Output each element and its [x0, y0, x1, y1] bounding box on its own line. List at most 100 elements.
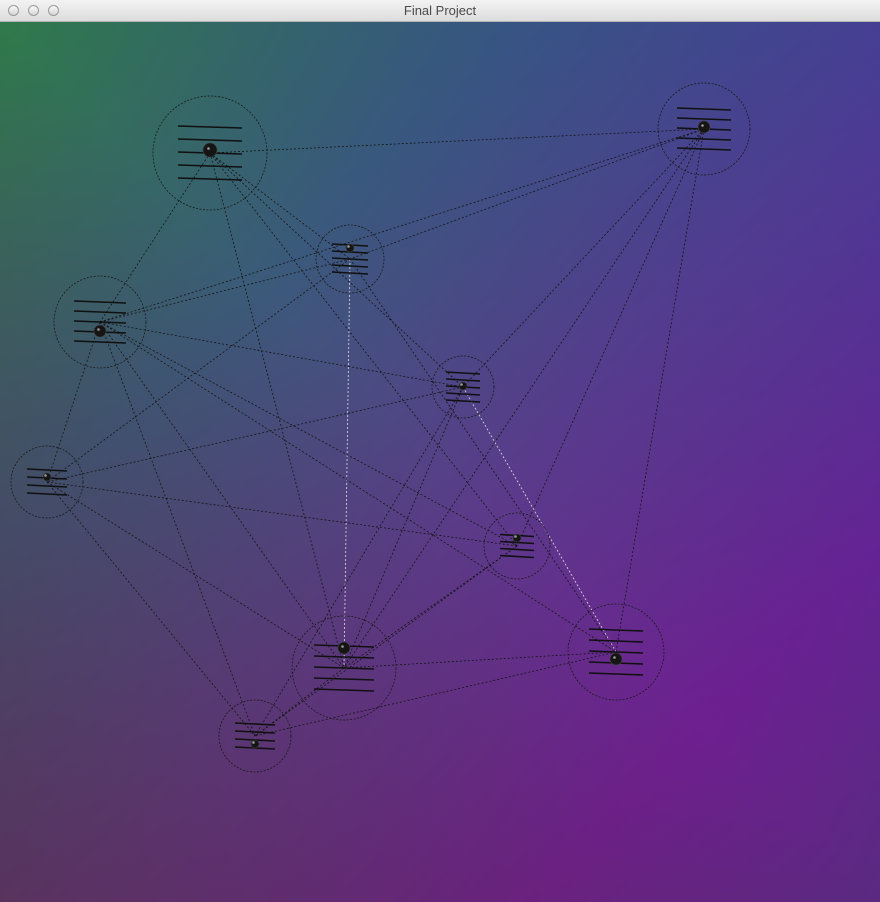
staff-line — [177, 177, 243, 181]
sphere-highlight — [97, 328, 100, 331]
edge-line — [343, 545, 518, 669]
edge-line — [462, 128, 705, 388]
edge-line — [99, 321, 617, 653]
staff-line — [26, 492, 68, 496]
edge-line — [209, 152, 464, 388]
edge-line — [46, 321, 101, 483]
edge-line — [343, 258, 351, 669]
staff-line — [588, 628, 644, 632]
sphere-highlight — [514, 535, 517, 538]
sphere-marker — [458, 381, 468, 391]
staff-line — [445, 392, 481, 396]
graph-node[interactable] — [315, 224, 385, 294]
sphere-marker — [609, 652, 623, 666]
edge-line — [46, 481, 256, 737]
node-ring — [218, 699, 292, 773]
zoom-window-button[interactable] — [48, 5, 59, 16]
nodes-layer — [10, 82, 751, 773]
staff-line — [313, 688, 375, 692]
staff-line — [676, 147, 732, 151]
edge-line — [209, 152, 345, 669]
staff-line — [73, 310, 127, 314]
staff-line — [73, 300, 127, 304]
window-title: Final Project — [403, 3, 477, 18]
graph-node[interactable] — [10, 445, 84, 519]
staff-line — [676, 107, 732, 111]
sphere-highlight — [613, 656, 616, 659]
graph-node[interactable] — [657, 82, 751, 176]
sphere-highlight — [341, 645, 344, 648]
graph-node[interactable] — [483, 512, 551, 580]
title-bar[interactable]: Final Project — [0, 0, 880, 22]
staff-line — [331, 271, 369, 275]
graph-node[interactable] — [53, 275, 147, 369]
edge-line — [99, 321, 345, 669]
graph-node[interactable] — [431, 355, 495, 419]
graph-node[interactable] — [291, 615, 397, 721]
staff-line — [499, 540, 535, 545]
edge-line — [99, 321, 256, 737]
edges-layer — [46, 128, 705, 737]
sphere-marker — [93, 324, 107, 338]
edge-line — [516, 128, 705, 547]
staff-line — [73, 340, 127, 344]
staff-line — [445, 399, 481, 403]
staff-line — [313, 677, 375, 681]
staff-line — [445, 371, 481, 375]
staff-line — [499, 547, 535, 552]
sphere-highlight — [207, 147, 210, 150]
sphere-marker — [337, 641, 351, 655]
edge-line — [99, 128, 705, 323]
staff-line — [177, 125, 243, 129]
close-window-button[interactable] — [8, 5, 19, 16]
sphere-marker — [250, 739, 260, 749]
node-ring — [10, 445, 84, 519]
render-canvas[interactable] — [0, 22, 880, 902]
edge-line — [349, 258, 617, 653]
graph-node[interactable] — [152, 95, 268, 211]
staff-line — [313, 655, 375, 659]
edge-line — [209, 152, 351, 260]
staff-line — [445, 378, 481, 382]
node-ring — [152, 95, 268, 211]
node-ring — [657, 82, 751, 176]
node-ring — [431, 355, 495, 419]
sphere-highlight — [460, 383, 463, 386]
graph-node[interactable] — [567, 603, 665, 701]
edge-line — [343, 128, 705, 669]
sphere-highlight — [701, 124, 704, 127]
graph-node[interactable] — [218, 699, 292, 773]
sphere-highlight — [44, 474, 47, 477]
staff-line — [588, 650, 644, 654]
sphere-highlight — [347, 245, 350, 248]
edge-line — [254, 545, 518, 737]
node-ring — [483, 512, 551, 580]
staff-line — [234, 730, 276, 734]
edge-line — [254, 386, 464, 737]
node-ring — [567, 603, 665, 701]
staff-line — [588, 639, 644, 643]
staff-line — [331, 264, 369, 268]
staff-line — [73, 320, 127, 324]
staff-line — [26, 468, 68, 472]
edge-line — [99, 321, 518, 547]
edge-line — [46, 481, 518, 547]
staff-line — [676, 137, 732, 141]
edge-line — [99, 258, 351, 323]
edge-line — [615, 128, 705, 653]
staff-line — [676, 117, 732, 121]
node-ring — [53, 275, 147, 369]
staff-line — [588, 672, 644, 676]
edge-line — [46, 258, 351, 483]
node-ring — [315, 224, 385, 294]
staff-line — [177, 164, 243, 168]
sphere-marker — [697, 120, 711, 134]
minimize-window-button[interactable] — [28, 5, 39, 16]
node-ring — [291, 615, 397, 721]
sphere-highlight — [252, 741, 255, 744]
edge-line — [99, 321, 464, 388]
staff-line — [26, 484, 68, 488]
edge-line — [349, 128, 705, 260]
staff-line — [499, 554, 535, 559]
